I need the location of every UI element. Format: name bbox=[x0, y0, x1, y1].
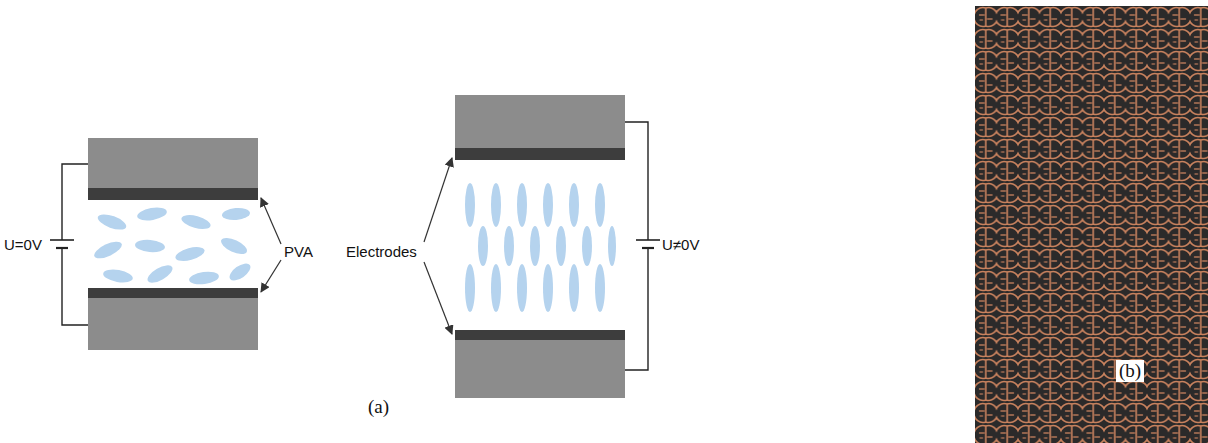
panel-label: (a) bbox=[368, 396, 389, 418]
leader-arrows bbox=[261, 158, 452, 334]
lc-cell-off bbox=[50, 138, 258, 350]
voltage-label: U=0V bbox=[4, 236, 42, 253]
lc-cell-on bbox=[455, 95, 660, 398]
metamaterial-photo bbox=[975, 6, 1208, 443]
voltage-label: U≠0V bbox=[662, 236, 699, 253]
layer-label: PVA bbox=[284, 243, 313, 260]
layer-label: Electrodes bbox=[346, 243, 417, 260]
panel-label: (b) bbox=[1116, 360, 1144, 382]
